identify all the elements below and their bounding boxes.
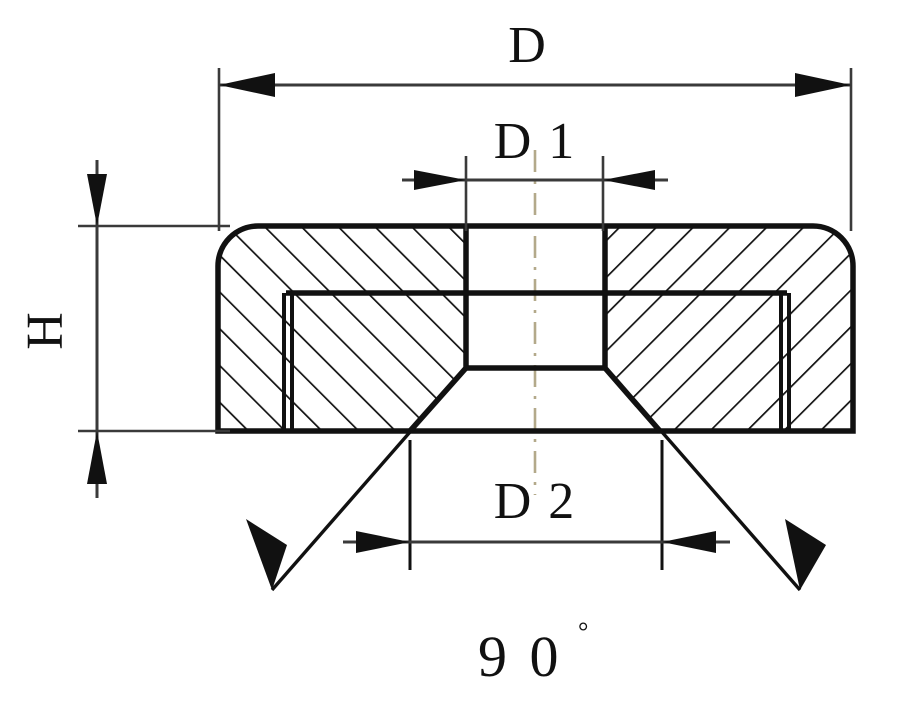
arrow-right-icon <box>414 170 466 190</box>
dimension-D2: D 2 <box>343 440 730 570</box>
groove-left <box>282 293 294 431</box>
arrow-downleft-icon <box>246 519 287 590</box>
arrow-left-icon <box>662 531 716 553</box>
hatch-right-half <box>605 226 853 431</box>
arrow-right-icon <box>795 73 851 97</box>
dimension-D1-label: D 1 <box>494 113 577 170</box>
arrow-right-icon <box>356 531 410 553</box>
arrow-downright-icon <box>785 519 826 590</box>
dimension-D-label: D <box>508 17 548 74</box>
degree-symbol-icon: ° <box>578 617 588 646</box>
angle-leader-right <box>660 430 802 592</box>
arrow-left-icon <box>603 170 655 190</box>
groove-right <box>779 293 791 431</box>
angle-leader-lines <box>246 430 826 592</box>
dimension-H: H <box>17 160 230 498</box>
arrow-left-icon <box>219 73 275 97</box>
dimension-H-label: H <box>17 310 74 350</box>
angle-leader-left <box>270 430 412 592</box>
dimension-D1: D 1 <box>402 113 668 231</box>
arrow-down-icon <box>87 174 107 226</box>
dimension-D2-label: D 2 <box>494 473 577 530</box>
dimension-D: D <box>217 17 853 231</box>
angle-note-value: 9 0 <box>478 624 563 689</box>
hatch-left-half <box>218 226 466 431</box>
body-cross-section <box>218 226 853 431</box>
angle-note: 9 0 ° <box>478 617 588 689</box>
body-outline <box>215 223 856 434</box>
arrow-up-icon <box>87 431 107 484</box>
